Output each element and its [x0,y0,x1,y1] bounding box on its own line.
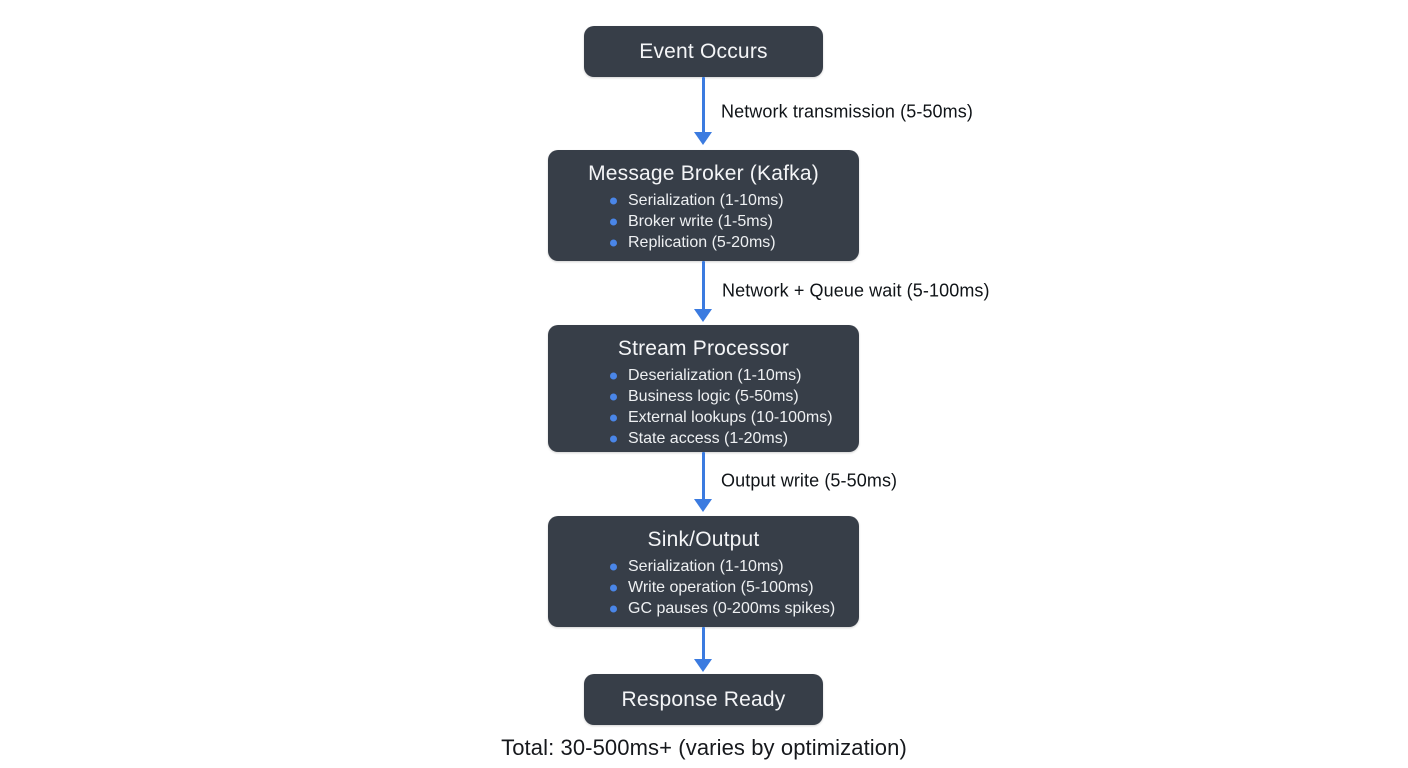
bullet-item: Serialization (1-10ms) [628,190,859,211]
node-title: Stream Processor [617,337,790,360]
node-title: Sink/Output [647,528,760,551]
flow-arrow-1 [694,77,712,145]
node-sink-output: Sink/Output Serialization (1-10ms) Write… [548,516,859,627]
arrow-line [701,77,705,133]
bullet-item: Business logic (5-50ms) [628,386,859,407]
bullet-item: GC pauses (0-200ms spikes) [628,598,859,619]
total-caption: Total: 30-500ms+ (varies by optimization… [501,735,907,760]
flow-arrow-4 [694,627,712,672]
bullet-item: State access (1-20ms) [628,428,859,449]
bullet-item: Deserialization (1-10ms) [628,365,859,386]
arrow-line [701,627,705,660]
bullet-item: Write operation (5-100ms) [628,577,859,598]
bullet-item: Replication (5-20ms) [628,232,859,253]
edge-label-queue-wait: Network + Queue wait (5-100ms) [722,280,990,301]
bullet-item: External lookups (10-100ms) [628,407,859,428]
node-title: Response Ready [621,687,786,711]
bullet-list: Serialization (1-10ms) Broker write (1-5… [548,190,859,253]
edge-label-network-transmission: Network transmission (5-50ms) [721,101,973,122]
flow-arrow-2 [694,261,712,322]
arrow-down-icon [694,132,712,145]
bullet-item: Serialization (1-10ms) [628,556,859,577]
bullet-list: Deserialization (1-10ms) Business logic … [548,365,859,449]
node-title: Message Broker (Kafka) [588,162,819,185]
node-stream-processor: Stream Processor Deserialization (1-10ms… [548,325,859,452]
arrow-down-icon [694,659,712,672]
node-event-occurs: Event Occurs [584,26,823,77]
flow-arrow-3 [694,452,712,512]
bullet-list: Serialization (1-10ms) Write operation (… [548,556,859,619]
node-message-broker: Message Broker (Kafka) Serialization (1-… [548,150,859,261]
node-title: Event Occurs [639,39,768,63]
arrow-line [701,261,705,310]
edge-label-output-write: Output write (5-50ms) [721,470,898,491]
arrow-down-icon [694,309,712,322]
node-response-ready: Response Ready [584,674,823,725]
arrow-down-icon [694,499,712,512]
arrow-line [701,452,705,500]
bullet-item: Broker write (1-5ms) [628,211,859,232]
